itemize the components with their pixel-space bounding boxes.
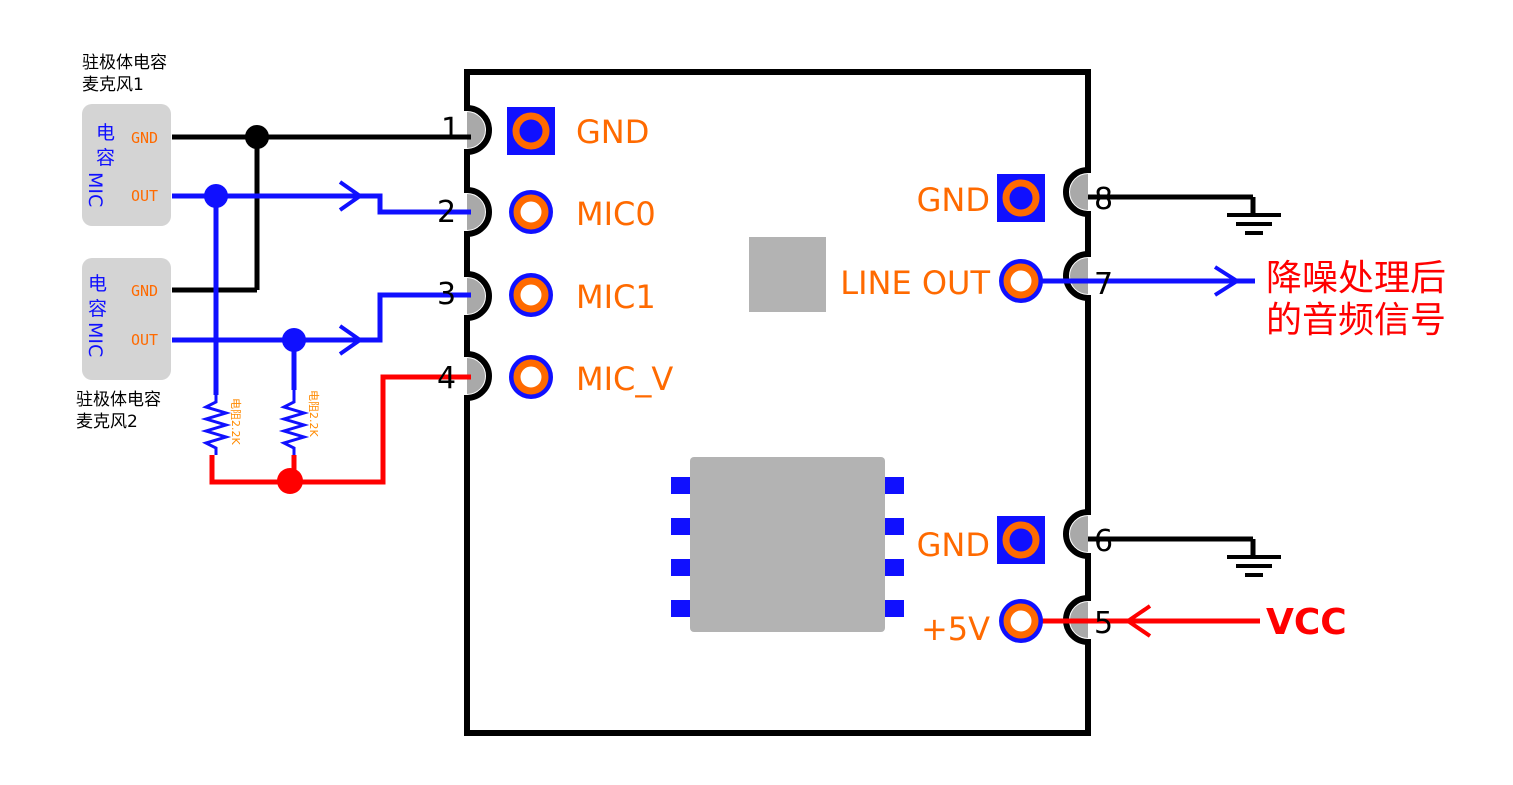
pin3-label: MIC1 — [576, 278, 656, 316]
pin5-number: 5 — [1094, 606, 1113, 641]
mic1-caption: 驻极体电容 — [82, 53, 167, 73]
output-note-line1: 降噪处理后 — [1266, 258, 1446, 299]
pin7-label: LINE OUT — [840, 264, 990, 302]
pin2-label: MIC0 — [576, 195, 656, 233]
mic1-pin-out: OUT — [131, 187, 158, 205]
pin3-number: 3 — [437, 277, 456, 312]
signal-junction — [204, 184, 228, 208]
module-board — [464, 69, 1091, 736]
pad-pin3 — [509, 273, 553, 317]
board-outline — [464, 69, 1091, 736]
svg-text:容: 容 — [88, 298, 107, 320]
castellation-pin7 — [1070, 258, 1088, 294]
pin2-number: 2 — [437, 195, 456, 230]
ic-chip — [671, 457, 904, 632]
svg-text:电: 电 — [96, 122, 115, 144]
output-note-line2: 的音频信号 — [1266, 300, 1446, 341]
ground-wires — [172, 134, 1256, 555]
castellation-pin4 — [467, 358, 485, 394]
castellation-pin6 — [1070, 516, 1088, 552]
pin4-number: 4 — [437, 361, 456, 396]
pin1-number: 1 — [441, 112, 460, 147]
mic2-caption: 麦克风2 — [76, 412, 138, 432]
vcc-label: VCC — [1266, 602, 1347, 643]
pin6-label: GND — [917, 526, 990, 564]
castellation-pin8 — [1070, 174, 1088, 210]
pad-pin1 — [507, 107, 555, 155]
castellation-pin2 — [467, 194, 485, 230]
pin5-label: +5V — [921, 610, 990, 648]
svg-text:MIC: MIC — [84, 172, 106, 207]
pad-pin6 — [997, 516, 1045, 564]
power-wires — [209, 374, 1260, 638]
mic2-pin-gnd: GND — [131, 282, 158, 300]
signal-wires — [172, 180, 1255, 395]
pin4-label: MIC_V — [576, 360, 673, 398]
svg-text:电: 电 — [88, 273, 107, 295]
ground-symbol — [1227, 213, 1281, 235]
microphone-2: 电 容 MIC GND OUT — [82, 258, 171, 380]
resistor-1-label: 电阻2.2K — [229, 398, 242, 445]
svg-text:MIC: MIC — [84, 322, 106, 357]
pin8-label: GND — [917, 181, 990, 219]
pad-pin5 — [999, 599, 1043, 643]
pin8-number: 8 — [1094, 182, 1113, 217]
resistor-1 — [200, 395, 232, 455]
castellation-pin1 — [467, 112, 485, 148]
pin6-number: 6 — [1094, 524, 1113, 559]
svg-text:容: 容 — [96, 147, 115, 169]
mic2-pin-out: OUT — [131, 331, 158, 349]
pin7-number: 7 — [1094, 267, 1113, 302]
power-junction — [277, 468, 303, 494]
pin1-label: GND — [576, 113, 649, 151]
ground-junction — [245, 125, 269, 149]
mic1-pin-gnd: GND — [131, 129, 158, 147]
ground-symbol — [1227, 555, 1281, 577]
castellation-pin3 — [467, 278, 485, 314]
pad-pin4 — [509, 355, 553, 399]
pad-pin7 — [999, 259, 1043, 303]
mic1-caption: 麦克风1 — [82, 75, 144, 95]
microphone-1: 电 容 MIC GND OUT — [82, 104, 171, 226]
mic2-caption: 驻极体电容 — [76, 390, 161, 410]
pad-pin8 — [997, 174, 1045, 222]
signal-junction — [282, 328, 306, 352]
resistor-2 — [278, 390, 310, 455]
small-component — [749, 237, 826, 312]
resistor-2-label: 电阻2.2K — [307, 390, 320, 437]
pad-pin2 — [509, 190, 553, 234]
